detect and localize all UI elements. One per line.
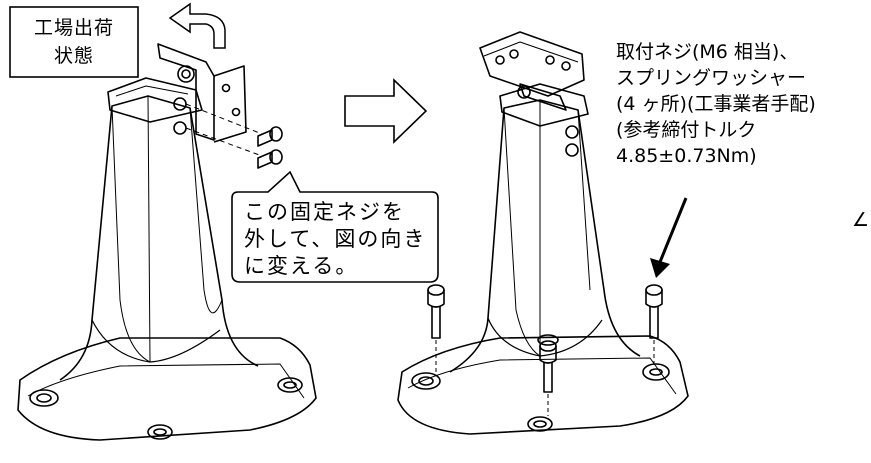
callout-line-2: 外して、図の向き — [244, 227, 426, 251]
factory-label-box — [9, 6, 139, 78]
right-base-hole — [537, 334, 559, 346]
right-stand — [397, 31, 689, 435]
left-stand — [17, 43, 317, 441]
right-stand-base — [397, 335, 689, 435]
left-base-hole — [29, 389, 59, 407]
left-stand-base — [17, 337, 317, 441]
callout-line-1: この固定ネジを — [244, 200, 405, 224]
right-top-bolt — [517, 85, 531, 99]
mounting-bolt-right — [645, 284, 663, 364]
spec-note-line-5: 4.85±0.73Nm) — [616, 145, 757, 167]
rotation-arrow — [168, 2, 226, 49]
callout-bubble — [231, 170, 439, 283]
right-stand-column — [449, 99, 641, 373]
spec-note-line-4: (参考締付トルク — [616, 119, 756, 141]
callout-line-3: に変える。 — [244, 254, 358, 278]
spec-note-line-1: 取付ネジ(M6 相当)、 — [616, 41, 798, 63]
right-side-screw — [565, 125, 579, 139]
left-mount-bracket — [157, 43, 215, 141]
left-fixing-screws — [257, 126, 283, 169]
left-base-hole — [277, 377, 303, 393]
pointer-arrow — [650, 197, 688, 278]
right-base-hole — [642, 363, 670, 381]
left-base-hole — [147, 424, 173, 440]
right-base-hole — [411, 372, 441, 390]
transition-arrow — [344, 78, 428, 144]
edge-mark: ∠ — [852, 209, 869, 231]
spec-note-line-3: (4 ヶ所)(工事業者手配) — [616, 93, 816, 115]
left-stand-column — [59, 95, 259, 381]
spec-note-line-2: スプリングワッシャー — [616, 67, 806, 89]
mounting-bolt-front — [539, 340, 557, 416]
right-mount-bracket — [479, 31, 585, 97]
left-stand-top — [107, 77, 203, 123]
right-base-hole — [527, 416, 553, 432]
factory-label-line-1: 工場出荷 — [34, 17, 114, 39]
mounting-bolt-left — [427, 284, 445, 372]
factory-label-line-2: 状態 — [54, 45, 94, 67]
left-top-bolt — [177, 65, 195, 83]
